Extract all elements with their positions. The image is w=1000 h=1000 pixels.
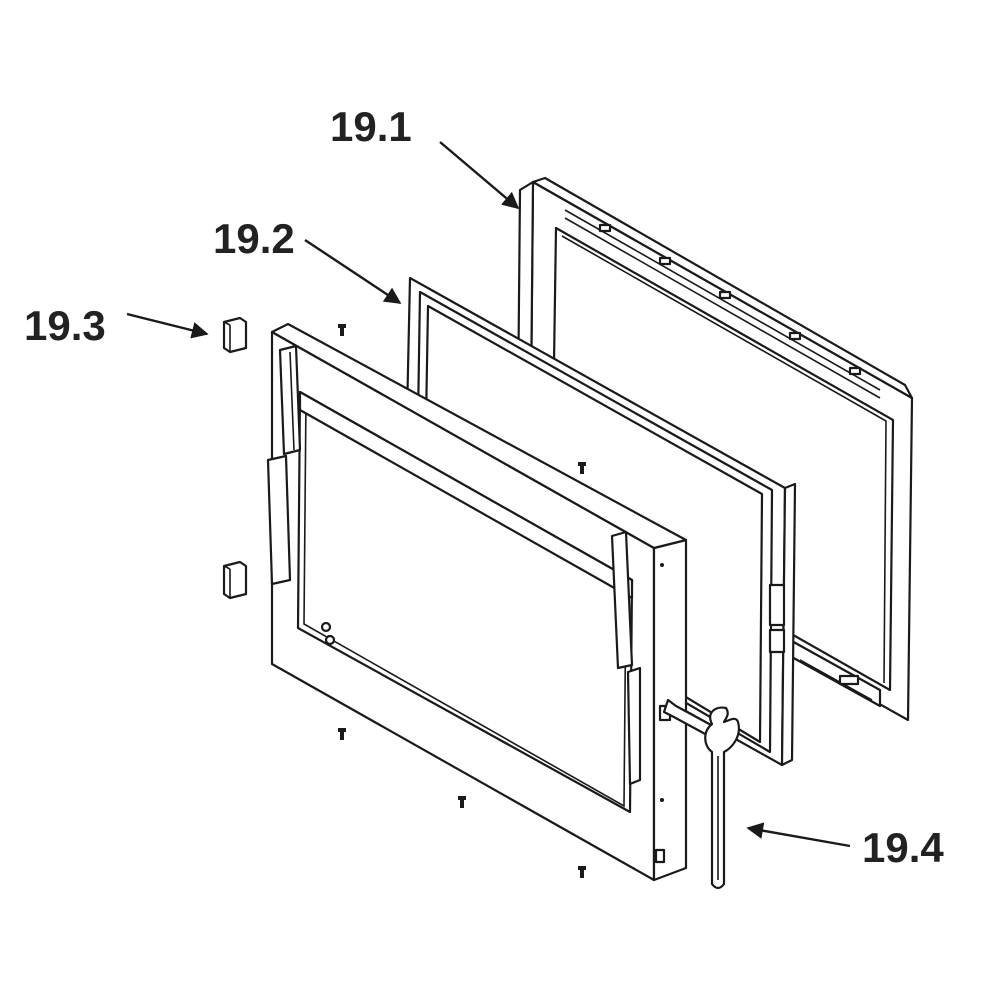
door-front-assembly (266, 322, 688, 882)
callout-19-3: 19.3 (24, 302, 106, 349)
screw-icon (578, 462, 586, 474)
callout-19-4: 19.4 (862, 824, 944, 871)
part-19-4-wrench (662, 698, 740, 890)
block-lower (222, 560, 248, 600)
callout-19-1: 19.1 (330, 103, 412, 150)
callout-19-2: 19.2 (213, 215, 295, 262)
leader-arrows (126, 141, 851, 848)
screw-icon (338, 728, 346, 740)
screw-icon (578, 866, 586, 878)
leader-arrow-19-4 (746, 822, 851, 848)
leader-arrow-19-2 (304, 238, 402, 305)
leader-arrow-19-1 (439, 141, 520, 210)
leader-arrow-19-3 (126, 312, 209, 339)
screw-icon (458, 796, 466, 808)
screw-icon (338, 324, 346, 336)
screws (338, 324, 586, 878)
part-19-3-blocks (222, 316, 248, 600)
block-upper (222, 316, 248, 354)
